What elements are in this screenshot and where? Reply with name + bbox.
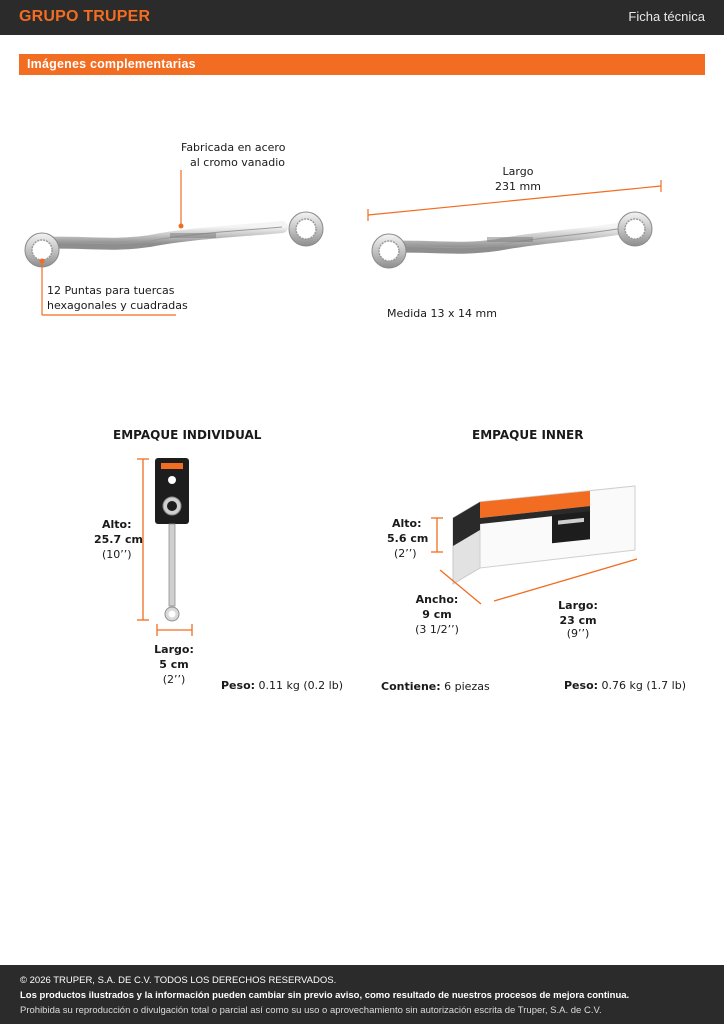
points-callout-line bbox=[39, 258, 176, 316]
inner-width-value: 9 cm bbox=[422, 608, 452, 621]
individual-length-inches: (2’’) bbox=[162, 673, 186, 686]
footer-notice: Los productos ilustrados y la informació… bbox=[20, 990, 630, 1001]
length-value: 231 mm bbox=[495, 180, 541, 193]
footer-copyright: © 2026 TRUPER, S.A. DE C.V. TODOS LOS DE… bbox=[20, 975, 337, 986]
inner-contents-label: Contiene: bbox=[381, 680, 441, 693]
inner-length-dimension bbox=[493, 558, 638, 602]
inner-length-value: 23 cm bbox=[559, 614, 597, 627]
box-icon bbox=[452, 485, 636, 585]
individual-weight: Peso: 0.11 kg (0.2 lb) bbox=[221, 679, 343, 693]
inner-width-inches: (3 1/2’’) bbox=[415, 623, 459, 636]
section-title: Imágenes complementarias bbox=[27, 57, 196, 71]
individual-height-dimension bbox=[137, 458, 149, 621]
individual-weight-value: 0.11 kg (0.2 lb) bbox=[258, 679, 343, 692]
inner-contents-value: 6 piezas bbox=[444, 680, 490, 693]
individual-height-value: 25.7 cm bbox=[94, 533, 143, 546]
inner-pack-heading: EMPAQUE INNER bbox=[472, 428, 584, 442]
document-title: Ficha técnica bbox=[628, 9, 705, 24]
footer: © 2026 TRUPER, S.A. DE C.V. TODOS LOS DE… bbox=[0, 965, 724, 1024]
points-label-line1: 12 Puntas para tuercas bbox=[47, 284, 175, 297]
wrench-icon bbox=[371, 211, 653, 269]
inner-width-label: Ancho: bbox=[415, 593, 459, 606]
individual-height-label: Alto: bbox=[102, 518, 132, 531]
length-dimension-line bbox=[367, 180, 662, 221]
header-bar: GRUPO TRUPER Ficha técnica bbox=[0, 0, 724, 35]
inner-height-label: Alto: bbox=[392, 517, 422, 530]
inner-width-dimension bbox=[439, 569, 482, 605]
inner-weight-label: Peso: bbox=[564, 679, 599, 692]
inner-contents: Contiene: 6 piezas bbox=[381, 680, 490, 694]
inner-height-inches: (2’’) bbox=[394, 547, 417, 560]
inner-weight-value: 0.76 kg (1.7 lb) bbox=[601, 679, 686, 692]
individual-length-label: Largo: bbox=[154, 643, 194, 656]
inner-height-dimension bbox=[431, 517, 443, 553]
material-callout-line bbox=[178, 170, 184, 229]
size-label: Medida 13 x 14 mm bbox=[387, 307, 497, 320]
inner-height-value: 5.6 cm bbox=[387, 532, 429, 545]
section-header: Imágenes complementarias bbox=[19, 54, 705, 75]
inner-length-label: Largo: bbox=[558, 599, 598, 612]
wrench-icon bbox=[24, 211, 324, 268]
length-label: Largo bbox=[502, 165, 534, 178]
individual-pack-heading: EMPAQUE INDIVIDUAL bbox=[113, 428, 262, 442]
points-label-line2: hexagonales y cuadradas bbox=[47, 299, 188, 312]
inner-weight: Peso: 0.76 kg (1.7 lb) bbox=[564, 679, 686, 693]
material-label-line1: Fabricada en acero bbox=[181, 141, 286, 154]
brand-logo: GRUPO TRUPER bbox=[19, 8, 151, 25]
individual-length-dimension bbox=[156, 624, 193, 636]
individual-length-value: 5 cm bbox=[159, 658, 189, 671]
inner-length-inches: (9’’) bbox=[566, 627, 590, 640]
footer-prohibition: Prohibida su reproducción o divulgación … bbox=[20, 1005, 602, 1016]
package-icon bbox=[155, 458, 189, 622]
individual-weight-label: Peso: bbox=[221, 679, 256, 692]
material-label-line2: al cromo vanadio bbox=[190, 156, 286, 169]
individual-height-inches: (10’’) bbox=[102, 548, 132, 561]
